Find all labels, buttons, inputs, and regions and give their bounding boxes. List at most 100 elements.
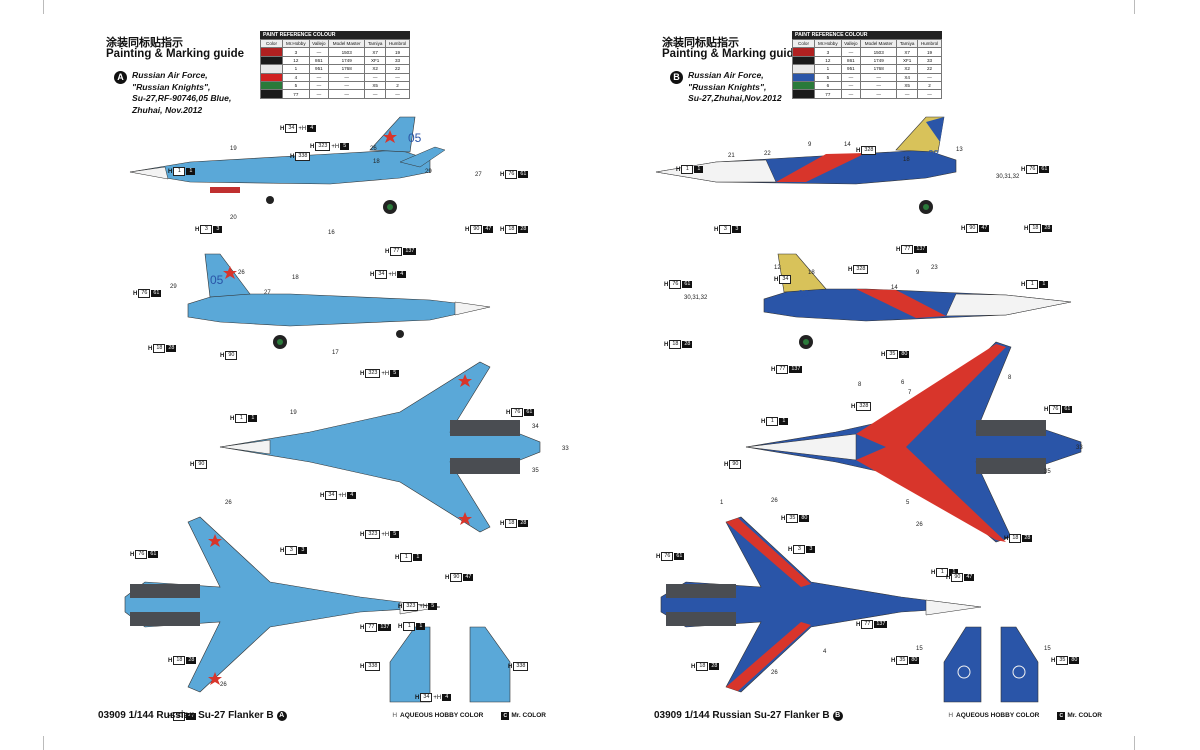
instruction-page-b: 涂装同标贴指示 Painting & Marking guide B Russi… xyxy=(626,0,1135,750)
paint-table-header: Color Mr.Hobby Vallejo Model Master Tami… xyxy=(792,38,942,49)
svg-text:08: 08 xyxy=(928,149,940,160)
scheme-line: Russian Air Force, xyxy=(688,70,764,80)
part-number: 7 xyxy=(908,390,912,396)
guide-title-cn: 涂装同标贴指示 xyxy=(662,37,739,49)
part-number: 6 xyxy=(901,380,905,386)
side-view-left: 05 xyxy=(129,116,446,214)
guide-title-en: Painting & Marking guide xyxy=(662,48,801,60)
part-number: 26 xyxy=(225,500,232,506)
part-number: 8 xyxy=(1008,375,1012,381)
paint-table-caption: PAINT REFERENCE COLOUR xyxy=(260,31,410,39)
part-number: 5 xyxy=(906,500,910,506)
part-number: 18 xyxy=(903,157,910,163)
part-number: 30,31,32 xyxy=(996,174,1020,180)
part-number: 20 xyxy=(230,215,237,221)
part-number: 14 xyxy=(891,285,898,291)
scheme-line: Su-27,RF-90746,05 Blue, xyxy=(132,93,232,103)
part-number: 18 xyxy=(808,270,815,276)
scheme-badge: A xyxy=(276,711,287,721)
part-number: 34 xyxy=(532,424,539,430)
crop-mark xyxy=(1134,0,1148,14)
side-view-right: 08 xyxy=(763,253,1072,349)
paint-code-cell: — xyxy=(860,89,898,99)
guide-frame: 涂装同标贴指示 Painting & Marking guide B Russi… xyxy=(626,22,1130,722)
part-number: 15 xyxy=(916,646,923,652)
part-number: 29 xyxy=(170,284,177,290)
paint-code-cell: — xyxy=(917,89,942,99)
scheme-line: Su-27,Zhuhai,Nov.2012 xyxy=(688,93,782,103)
part-number: 35 xyxy=(532,468,539,474)
instruction-page-a: 涂装同标贴指示 Painting & Marking guide A Russi… xyxy=(43,0,574,750)
aircraft-drawings: 08 08 xyxy=(655,116,1082,703)
crop-mark xyxy=(1134,736,1148,750)
paint-table-row: 77———— xyxy=(260,89,410,99)
part-number: 9 xyxy=(808,142,812,148)
top-view xyxy=(219,361,541,533)
part-number: 18 xyxy=(292,275,299,281)
part-number: 12 xyxy=(774,265,781,271)
top-view xyxy=(745,341,1082,543)
part-number: 33 xyxy=(1076,445,1083,451)
svg-text:05: 05 xyxy=(408,131,422,145)
part-number: 26 xyxy=(771,498,778,504)
part-number: 27 xyxy=(264,290,271,296)
scheme-line: "Russian Knights", xyxy=(132,81,211,92)
part-number: 26 xyxy=(771,670,778,676)
part-number: 19 xyxy=(290,410,297,416)
part-number: 8 xyxy=(858,382,862,388)
part-number: 14 xyxy=(844,142,851,148)
part-number: 1 xyxy=(720,500,724,506)
scheme-description: Russian Air Force, "Russian Knights", Su… xyxy=(132,70,231,116)
part-number: 26 xyxy=(916,522,923,528)
paint-reference-table: PAINT REFERENCE COLOUR Color Mr.Hobby Va… xyxy=(260,31,410,99)
part-number: 13 xyxy=(956,147,963,153)
part-number: 19 xyxy=(230,146,237,152)
part-number: 26 xyxy=(220,682,227,688)
paint-code-cell: — xyxy=(840,89,862,99)
side-view-left: 08 xyxy=(655,116,957,214)
part-number: 35 xyxy=(1044,469,1051,475)
scheme-description: Russian Air Force, "Russian Knights", Su… xyxy=(688,70,782,105)
part-number: 18 xyxy=(373,159,380,165)
